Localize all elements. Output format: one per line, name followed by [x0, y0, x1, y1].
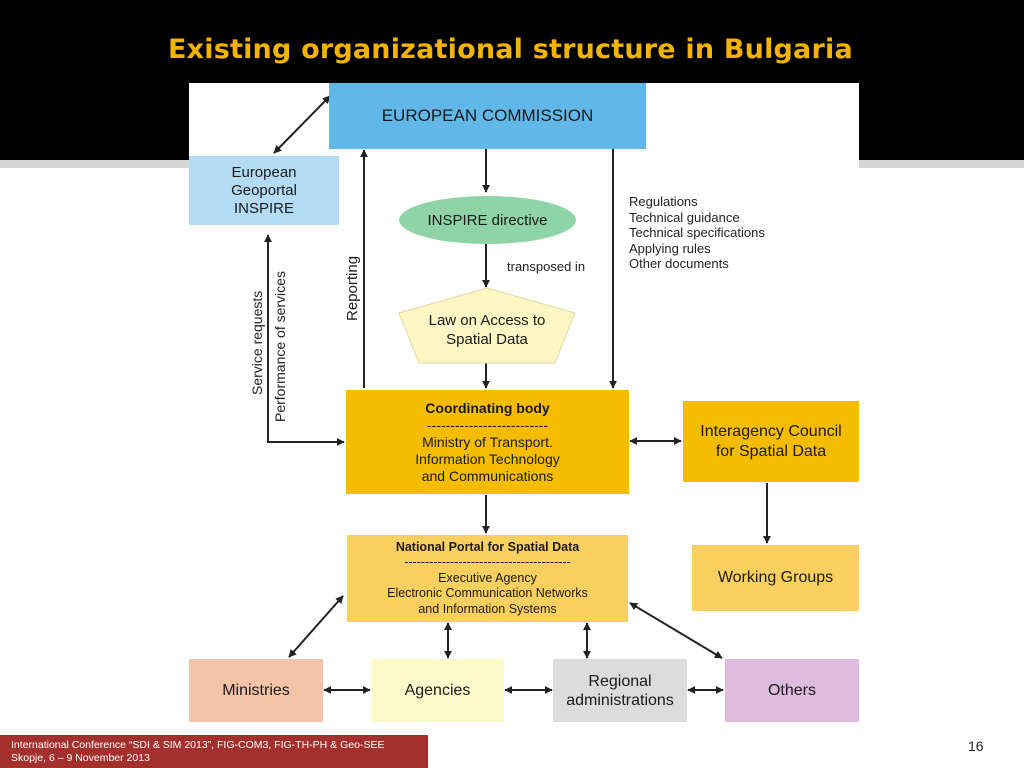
- law-on-access-box: Law on Access to Spatial Data: [397, 303, 577, 357]
- working-groups-box: Working Groups: [692, 545, 859, 611]
- coordinating-body-line3: and Communications: [421, 467, 554, 484]
- european-commission-label: EUROPEAN COMMISSION: [381, 106, 594, 125]
- coordinating-body-line1: Ministry of Transport.: [422, 433, 553, 450]
- geoportal-line3: INSPIRE: [233, 199, 294, 217]
- agencies-box: Agencies: [371, 659, 504, 722]
- national-portal-box: National Portal for Spatial Data -------…: [347, 535, 628, 622]
- working-groups-label: Working Groups: [717, 569, 834, 586]
- law-pentagon-shape: [398, 287, 576, 364]
- footer-bar: International Conference “SDI & SIM 2013…: [0, 735, 428, 768]
- performance-of-services-label: Performance of services: [272, 271, 288, 422]
- arrow-geoportal-commission: [273, 95, 331, 154]
- regional-administrations-box: Regional administrations: [553, 659, 687, 722]
- footer-line1: International Conference “SDI & SIM 2013…: [11, 739, 385, 751]
- transposed-in-label: transposed in: [507, 259, 586, 274]
- national-portal-divider: ----------------------------------------: [404, 555, 571, 570]
- national-portal-line1: Executive Agency: [438, 570, 537, 585]
- national-portal-title: National Portal for Spatial Data: [395, 539, 580, 554]
- interagency-council-box: Interagency Council for Spatial Data: [683, 401, 859, 482]
- documents-list: Regulations Technical guidance Technical…: [629, 194, 765, 272]
- reporting-label: Reporting: [344, 255, 361, 321]
- others-box: Others: [725, 659, 859, 722]
- national-portal-line3: and Information Systems: [418, 601, 557, 616]
- regional-line1: Regional: [588, 672, 652, 690]
- inspire-directive-ellipse: INSPIRE directive: [399, 196, 576, 244]
- law-line1: Law on Access to: [428, 312, 546, 329]
- arrow-service-requests: [264, 234, 345, 446]
- interagency-line1: Interagency Council: [700, 422, 842, 440]
- slide-title: Existing organizational structure in Bul…: [168, 34, 853, 65]
- service-requests-label: Service requests: [249, 290, 265, 395]
- coordinating-body-box: Coordinating body ----------------------…: [346, 390, 629, 494]
- geoportal-line1: European: [231, 163, 297, 181]
- arrow-portal-others: [629, 602, 723, 659]
- coordinating-body-title: Coordinating body: [425, 399, 550, 416]
- european-commission-box: EUROPEAN COMMISSION: [329, 83, 646, 149]
- european-geoportal-box: European Geoportal INSPIRE: [189, 156, 339, 225]
- law-line2: Spatial Data: [446, 331, 528, 348]
- connector-layer: [264, 95, 771, 694]
- org-diagram: EUROPEAN COMMISSION European Geoportal I…: [189, 83, 859, 723]
- page-number: 16: [968, 738, 984, 754]
- footer-line2: Skopje, 6 – 9 November 2013: [11, 752, 150, 764]
- document-item: Regulations: [629, 194, 698, 209]
- inspire-directive-label: INSPIRE directive: [427, 211, 548, 229]
- geoportal-line2: Geoportal: [231, 181, 297, 199]
- ministries-box: Ministries: [189, 659, 323, 722]
- others-label: Others: [767, 681, 816, 699]
- arrow-portal-ministries: [288, 595, 344, 658]
- document-item: Applying rules: [629, 240, 711, 256]
- document-item: Other documents: [629, 256, 729, 271]
- national-portal-line2: Electronic Communication Networks: [387, 586, 588, 601]
- agencies-label: Agencies: [404, 681, 471, 699]
- coordinating-body-divider: --------------------------: [426, 416, 549, 433]
- document-item: Technical guidance: [629, 209, 740, 225]
- regional-line2: administrations: [566, 691, 674, 709]
- document-item: Technical specifications: [629, 225, 765, 240]
- ministries-label: Ministries: [222, 681, 290, 699]
- coordinating-body-line2: Information Technology: [415, 450, 560, 467]
- interagency-line2: for Spatial Data: [715, 442, 827, 460]
